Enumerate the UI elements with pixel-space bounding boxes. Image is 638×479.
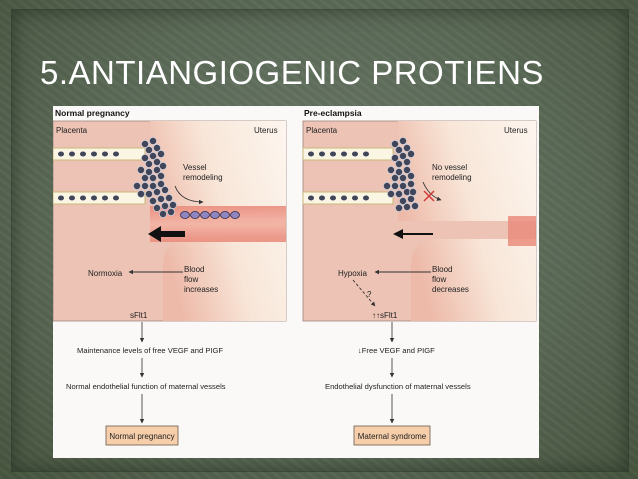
pre-outcome-box [353,425,431,446]
normal-blood-flow-arrow [148,226,185,242]
pre-step1: ↓Free VEGF and PIGF [358,346,435,355]
normal-flow-line3: increases [184,285,218,294]
normal-vessel-line2: remodeling [183,173,223,182]
slide-frame [11,9,629,472]
pre-uterus-label: Uterus [504,126,528,135]
normal-placenta-label: Placenta [56,126,88,135]
pre-heading: Pre-eclampsia [304,108,362,118]
normal-villus-lower [52,191,146,205]
pre-villus-upper [302,147,394,161]
figure-svg: Normal pregnancy Placenta Uterus [52,108,537,446]
pre-trophoblast-cluster [383,137,419,212]
pre-dashed-arrow [352,279,376,307]
normal-vessel-line1: Vessel [183,163,207,172]
pre-flow-line3: decreases [432,285,469,294]
normal-outcome-box [105,425,179,446]
pre-sflt: ↑↑sFlt1 [372,311,398,320]
pre-villus-cells [308,151,369,201]
pre-oxygen-label: Hypoxia [338,269,367,278]
normal-sflt: sFlt1 [130,311,148,320]
pre-placenta-label: Placenta [306,126,338,135]
pre-outcome: Maternal syndrome [358,432,427,441]
panel-normal: Normal pregnancy Placenta Uterus [52,108,287,446]
pre-villus-lower [302,191,394,205]
normal-oxygen-label: Normoxia [88,269,123,278]
normal-outcome: Normal pregnancy [109,432,174,441]
normal-flow-line2: flow [184,275,198,284]
normal-flow-line1: Blood [184,265,204,274]
slide-title: 5.ANTIANGIOGENIC PROTIENS [40,54,544,91]
panel-preeclampsia: Pre-eclampsia Placenta Uterus No vessel … [302,108,537,446]
pre-step2: Endothelial dysfunction of maternal vess… [325,382,471,391]
pre-question: ? [367,290,372,299]
normal-heading: Normal pregnancy [55,108,130,118]
pre-blood-flow-arrow [393,229,433,239]
pre-vessel-line1: No vessel [432,163,467,172]
pre-uterus-region [398,121,536,321]
figure: Normal pregnancy Placenta Uterus [52,106,539,458]
normal-villus-cells [58,151,119,201]
normal-step1: Maintenance levels of free VEGF and PIGF [77,346,223,355]
normal-remodel-arrow [174,185,204,205]
pre-block-mark [423,190,435,202]
pre-narrow-artery [508,216,536,246]
pre-flow-line1: Blood [432,265,452,274]
pre-flow-line2: flow [432,275,446,284]
normal-remodeled-lining [180,211,240,219]
normal-step2: Normal endothelial function of maternal … [66,382,226,391]
normal-villus-upper [52,147,146,161]
normal-trophoblast-cluster [133,137,177,218]
normal-uterus-label: Uterus [254,126,278,135]
pre-vessel-line2: remodeling [432,173,472,182]
